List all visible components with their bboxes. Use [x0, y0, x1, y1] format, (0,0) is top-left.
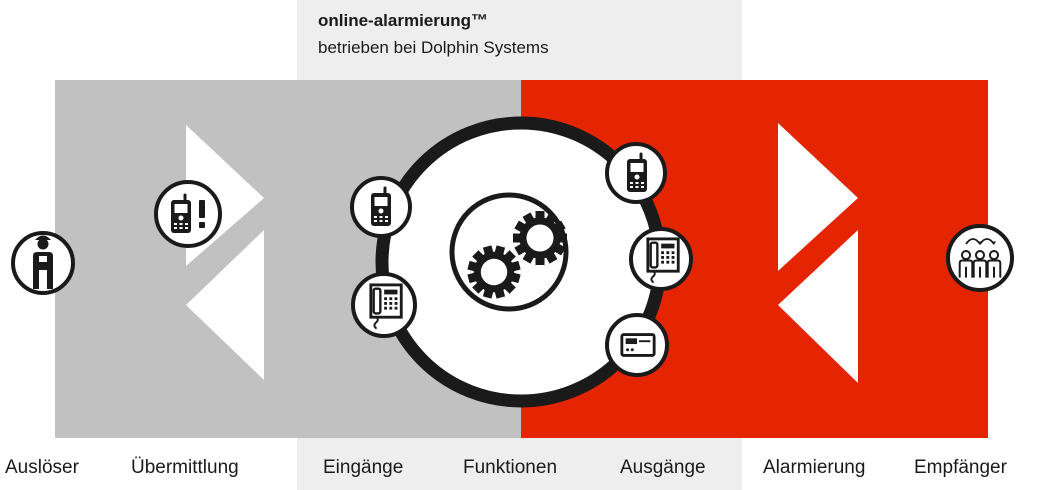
- output-mobile-node: [605, 142, 667, 204]
- output-pager-node: [605, 313, 669, 377]
- trigger-node: [11, 231, 75, 295]
- alert-mark-icon: [199, 200, 205, 218]
- stage-label-alarmierung: Alarmierung: [763, 457, 866, 478]
- output-deskphone-node: [629, 227, 693, 291]
- stage-label-uebermittlung: Übermittlung: [131, 457, 239, 478]
- group-of-people-icon: [958, 238, 1002, 279]
- stage-label-ausloeser: Auslöser: [5, 457, 79, 478]
- header-band: [297, 0, 742, 80]
- stage-label-funktionen: Funktionen: [463, 457, 558, 478]
- diagram-subtitle: betrieben bei Dolphin Systems: [318, 38, 549, 57]
- stage-label-eingaenge: Eingänge: [323, 457, 404, 478]
- stage-label-empfaenger: Empfänger: [914, 457, 1007, 478]
- worker-icon: [33, 235, 53, 289]
- functions-node: [449, 192, 569, 312]
- diagram-title: online-alarmierung™: [318, 11, 489, 30]
- recipients-node: [946, 224, 1014, 292]
- footer-band: [297, 438, 742, 490]
- mobile-phone-icon: [625, 152, 649, 194]
- transmission-node: [154, 180, 222, 248]
- stage-label-ausgaenge: Ausgänge: [620, 457, 706, 478]
- input-mobile-node: [350, 176, 412, 238]
- return-chevron: [186, 230, 264, 380]
- mobile-phone-icon: [369, 186, 393, 228]
- confirmation-chevron: [778, 230, 858, 383]
- pager-display-icon: [620, 333, 656, 357]
- input-deskphone-node: [351, 272, 417, 338]
- outbound-chevron: [778, 123, 858, 271]
- mobile-phone-alert-icon: [169, 193, 193, 235]
